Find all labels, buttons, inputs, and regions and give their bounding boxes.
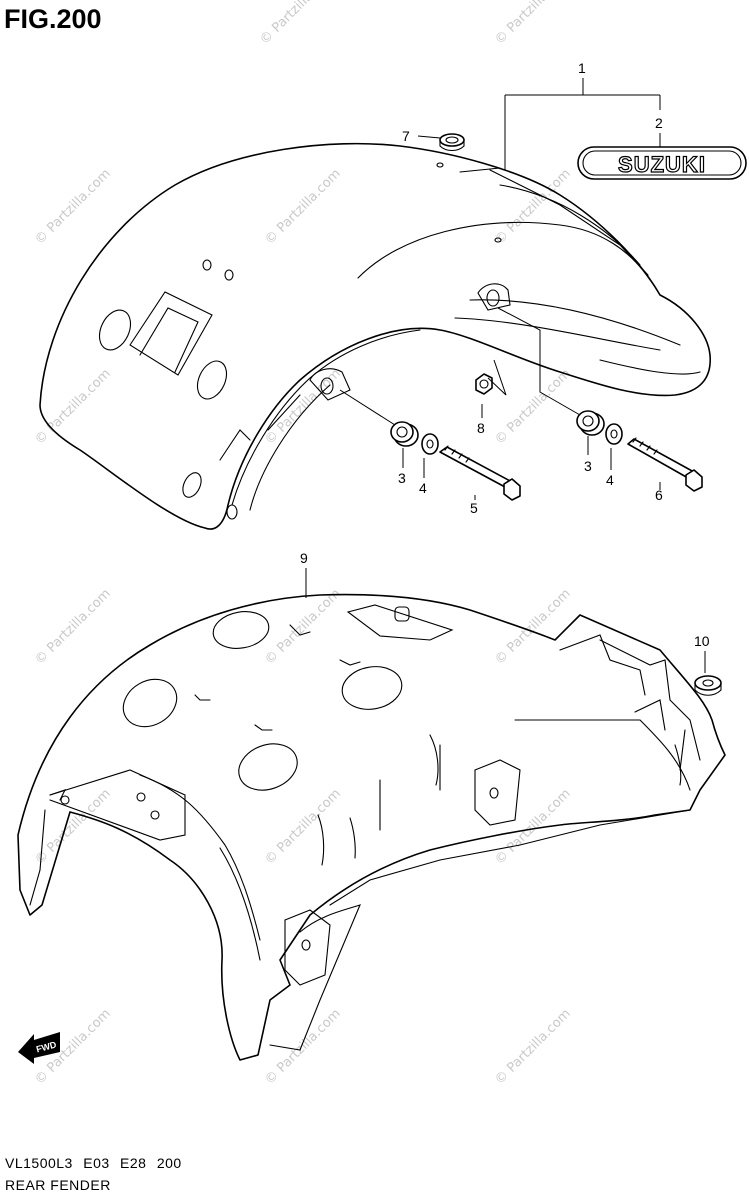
watermark: © Partzilla.com [262,366,344,448]
inner-fender-part-9 [17,593,726,1061]
callout-3-left: 3 [398,470,406,486]
watermark: © Partzilla.com [257,0,339,48]
washer-part-4-left [421,433,439,455]
nut-part-8 [475,373,493,395]
watermark: © Partzilla.com [32,786,114,868]
callout-labels: 1 2 3 3 4 4 5 6 7 8 9 10 [300,60,710,649]
watermark: © Partzilla.com [262,1006,344,1088]
callout-4-left: 4 [419,480,427,496]
watermark: © Partzilla.com [492,586,574,668]
watermark: © Partzilla.com [492,166,574,248]
leader-lines-upper [339,78,661,500]
callout-2: 2 [655,115,663,131]
emblem-text: SUZUKI [618,152,706,177]
bolt-part-6 [627,437,703,492]
watermark: © Partzilla.com [262,166,344,248]
grommet-part-10 [694,675,722,696]
leader-lines-lower [305,568,706,673]
watermark: © Partzilla.com [492,786,574,868]
spacer-part-3-left [390,421,419,447]
watermark: © Partzilla.com [32,366,114,448]
bolt-part-5 [439,445,521,501]
fwd-arrow-icon: FWD [18,1032,60,1064]
watermark: © Partzilla.com [492,0,574,48]
callout-9: 9 [300,550,308,566]
callout-3-right: 3 [584,458,592,474]
grommet-part-7 [439,133,465,152]
footer-model-code: VL1500L3 E03 E28 200 [5,1155,182,1171]
figure-title: FIG.200 [4,4,102,34]
callout-7: 7 [402,128,410,144]
suzuki-emblem: SUZUKI [577,146,747,180]
watermark: © Partzilla.com [492,1006,574,1088]
callout-6: 6 [655,487,663,503]
callout-4-right: 4 [606,472,614,488]
rear-fender-outer [39,142,711,530]
callout-1: 1 [578,60,586,76]
footer-section-name: REAR FENDER [5,1177,111,1193]
watermark: © Partzilla.com [262,786,344,868]
watermark: © Partzilla.com [262,586,344,668]
callout-5: 5 [470,500,478,516]
watermark: © Partzilla.com [32,166,114,248]
callout-8: 8 [477,420,485,436]
washer-part-4-right [605,423,623,445]
spacer-part-3-right [576,410,605,436]
callout-10: 10 [694,633,710,649]
watermark: © Partzilla.com [492,366,574,448]
watermark: © Partzilla.com [32,586,114,668]
